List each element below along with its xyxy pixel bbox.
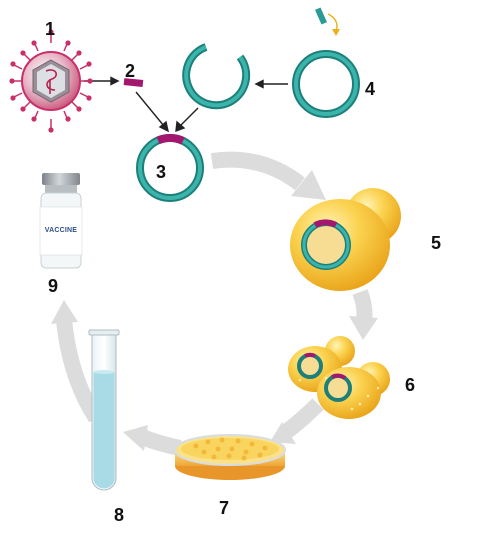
step-label-7: 7	[219, 498, 230, 518]
cycle-arrowhead-6	[349, 316, 378, 340]
recombinant-plasmid-icon	[136, 134, 204, 202]
arrow-open-to-3	[179, 107, 199, 127]
virus-icon	[9, 29, 93, 133]
intact-plasmid-icon	[292, 7, 360, 118]
step-label-1: 1	[45, 19, 56, 39]
excised-fragment-icon	[315, 7, 327, 25]
step-label-4: 4	[365, 79, 376, 99]
pointer-arrows	[84, 76, 288, 133]
cycle-arrowhead-9	[51, 300, 78, 324]
dividing-yeast-icon	[288, 336, 390, 419]
gene-fragment-icon	[123, 78, 144, 88]
cycle-arrow-6-to-7	[281, 398, 324, 439]
step-label-3: 3	[156, 162, 167, 182]
cycle-arrow-5-to-6	[352, 289, 373, 322]
step-label-6: 6	[405, 375, 416, 395]
petri-dish-icon	[174, 434, 286, 480]
step-label-5: 5	[431, 233, 442, 253]
step-label-2: 2	[125, 61, 136, 81]
cycle-arrow-3-to-5	[210, 151, 305, 191]
step-label-9: 9	[48, 276, 59, 296]
cycle-arrow-8-to-9	[56, 319, 103, 423]
yeast-cell-icon	[290, 188, 401, 291]
step-label-8: 8	[114, 505, 125, 525]
cycle-arrowhead-7	[270, 422, 296, 444]
tube-liquid	[93, 372, 115, 489]
cycle-arrowhead-5	[291, 170, 326, 200]
arrow-2-to-3	[135, 91, 165, 127]
cycle-arrowhead-8	[123, 425, 148, 451]
vaccine-vial-label: VACCINE	[44, 227, 78, 234]
test-tube-icon	[88, 329, 120, 491]
cycle-arrow-7-to-8	[139, 429, 182, 456]
vaccine-vial-icon	[39, 173, 83, 269]
